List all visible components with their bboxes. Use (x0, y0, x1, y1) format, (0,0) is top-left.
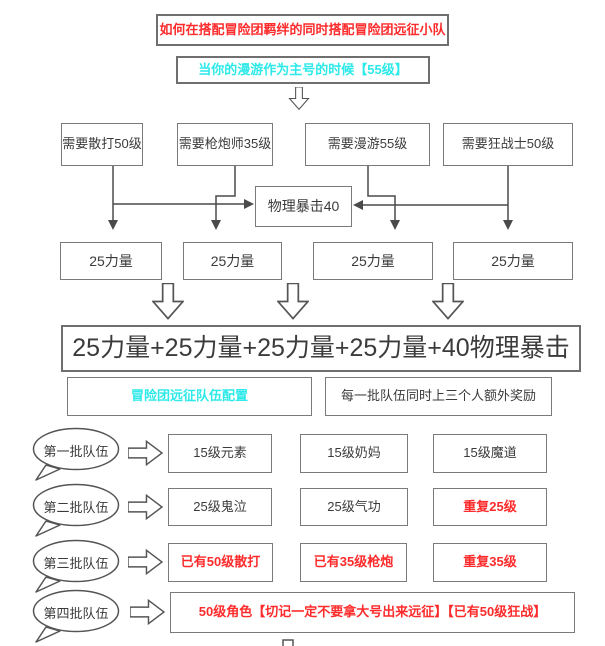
team-label: 第三批队伍 (43, 556, 109, 571)
team-member-box: 15级元素 (168, 434, 272, 473)
subtitle-box: 当你的漫游作为主号的时候【55级】 (176, 56, 430, 84)
speech-bubble: 第一批队伍 (32, 427, 120, 483)
expedition-config-text: 冒险团远征队伍配置 (130, 388, 248, 404)
crit-box: 物理暴击40 (255, 186, 352, 227)
speech-bubble-icon (32, 589, 120, 643)
speech-bubble: 第二批队伍 (32, 483, 120, 539)
right-arrow-icon (128, 440, 163, 466)
team-label: 第一批队伍 (43, 444, 109, 459)
team-member-box: 重复25级 (433, 488, 547, 526)
right-arrow-icon (130, 599, 165, 625)
title-box: 如何在搭配冒险团羁绊的同时搭配冒险团远征小队 (156, 14, 449, 46)
down-arrow-icon (152, 283, 184, 320)
down-arrow-icon (432, 283, 464, 320)
strength-box: 25力量 (313, 242, 433, 280)
down-arrow-icon (288, 87, 310, 110)
bonus-info-box: 每一批队伍同时上三个人额外奖励 (325, 377, 552, 416)
team-label: 第四批队伍 (43, 606, 109, 621)
title-text: 如何在搭配冒险团羁绊的同时搭配冒险团远征小队 (159, 21, 446, 37)
subtitle-text: 当你的漫游作为主号的时候【55级】 (198, 61, 408, 77)
right-arrow-icon (128, 549, 163, 575)
team-label: 第二批队伍 (43, 500, 109, 515)
team-member-box: 已有50级散打 (168, 543, 273, 582)
team-member-box-wide: 50级角色【切记一定不要拿大号出来远征】【已有50级狂战】 (170, 592, 575, 633)
team-member-box: 25级鬼泣 (168, 488, 272, 526)
team-member-box: 重复35级 (433, 543, 547, 582)
sum-box: 25力量+25力量+25力量+25力量+40物理暴击 (61, 325, 581, 372)
speech-bubble: 第四批队伍 (32, 589, 120, 645)
team-member-box: 25级气功 (300, 488, 408, 526)
requirement-box: 需要狂战士50级 (443, 123, 573, 166)
team-member-box: 已有35级枪炮 (300, 543, 407, 582)
requirement-box: 需要漫游55级 (305, 123, 430, 166)
requirement-box: 需要散打50级 (61, 123, 143, 166)
team-member-box: 15级魔道 (433, 434, 547, 473)
speech-bubble: 第三批队伍 (32, 539, 120, 595)
partial-down-arrow-icon (282, 639, 294, 646)
strength-box: 25力量 (60, 242, 162, 280)
requirement-box: 需要枪炮师35级 (177, 123, 273, 166)
strength-box: 25力量 (453, 242, 573, 280)
right-arrow-icon (128, 494, 163, 520)
expedition-config-box: 冒险团远征队伍配置 (67, 377, 312, 416)
strength-box: 25力量 (183, 242, 282, 280)
speech-bubble-icon (32, 539, 120, 593)
team-member-box: 15级奶妈 (300, 434, 408, 473)
speech-bubble-icon (32, 483, 120, 537)
down-arrow-icon (277, 283, 309, 320)
speech-bubble-icon (32, 427, 120, 481)
